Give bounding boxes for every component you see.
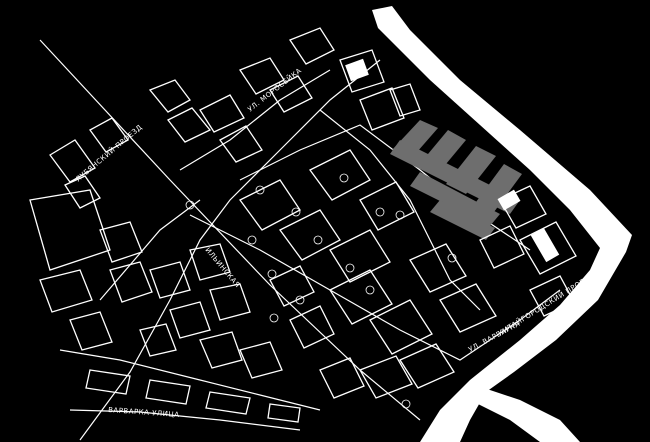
highlighted-development: [390, 120, 522, 240]
embankment-lower: [478, 386, 580, 442]
numbered-markers: [185, 173, 457, 409]
building-outlines: [29, 27, 577, 423]
road-network: [39, 39, 561, 441]
embankment-band: [372, 6, 632, 442]
filled-structures: [345, 58, 560, 263]
